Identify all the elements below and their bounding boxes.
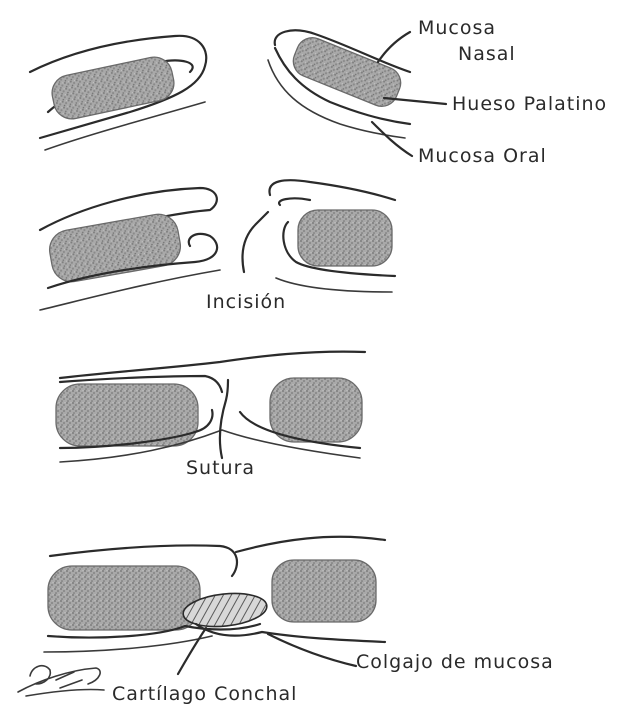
- label-incision: Incisión: [206, 291, 286, 313]
- left-palatal-shelf: [30, 36, 206, 150]
- left-shelf-incised: [40, 188, 220, 310]
- artist-signature: [18, 666, 104, 696]
- stage-4-graft: [44, 537, 385, 674]
- label-mucosa-nasal-line1: Mucosa: [418, 17, 496, 39]
- right-palatal-shelf: [268, 30, 410, 138]
- mucosa-nasal-pointer: [378, 32, 410, 62]
- label-mucosa-oral: Mucosa Oral: [418, 145, 547, 167]
- incision-pointer: [243, 212, 269, 272]
- label-hueso-palatino: Hueso Palatino: [452, 93, 607, 115]
- label-mucosa-nasal-line2: Nasal: [458, 43, 516, 65]
- cartilago-pointer: [178, 628, 206, 674]
- right-shelf-incised: [269, 180, 395, 292]
- stage-1-cleft: [30, 30, 410, 150]
- stage-3-suture: [56, 352, 365, 462]
- mucosa-oral-pointer: [372, 122, 412, 156]
- label-sutura: Sutura: [186, 457, 255, 479]
- label-cartilago: Cartílago Conchal: [112, 683, 297, 705]
- label-colgajo: Colgajo de mucosa: [356, 651, 554, 673]
